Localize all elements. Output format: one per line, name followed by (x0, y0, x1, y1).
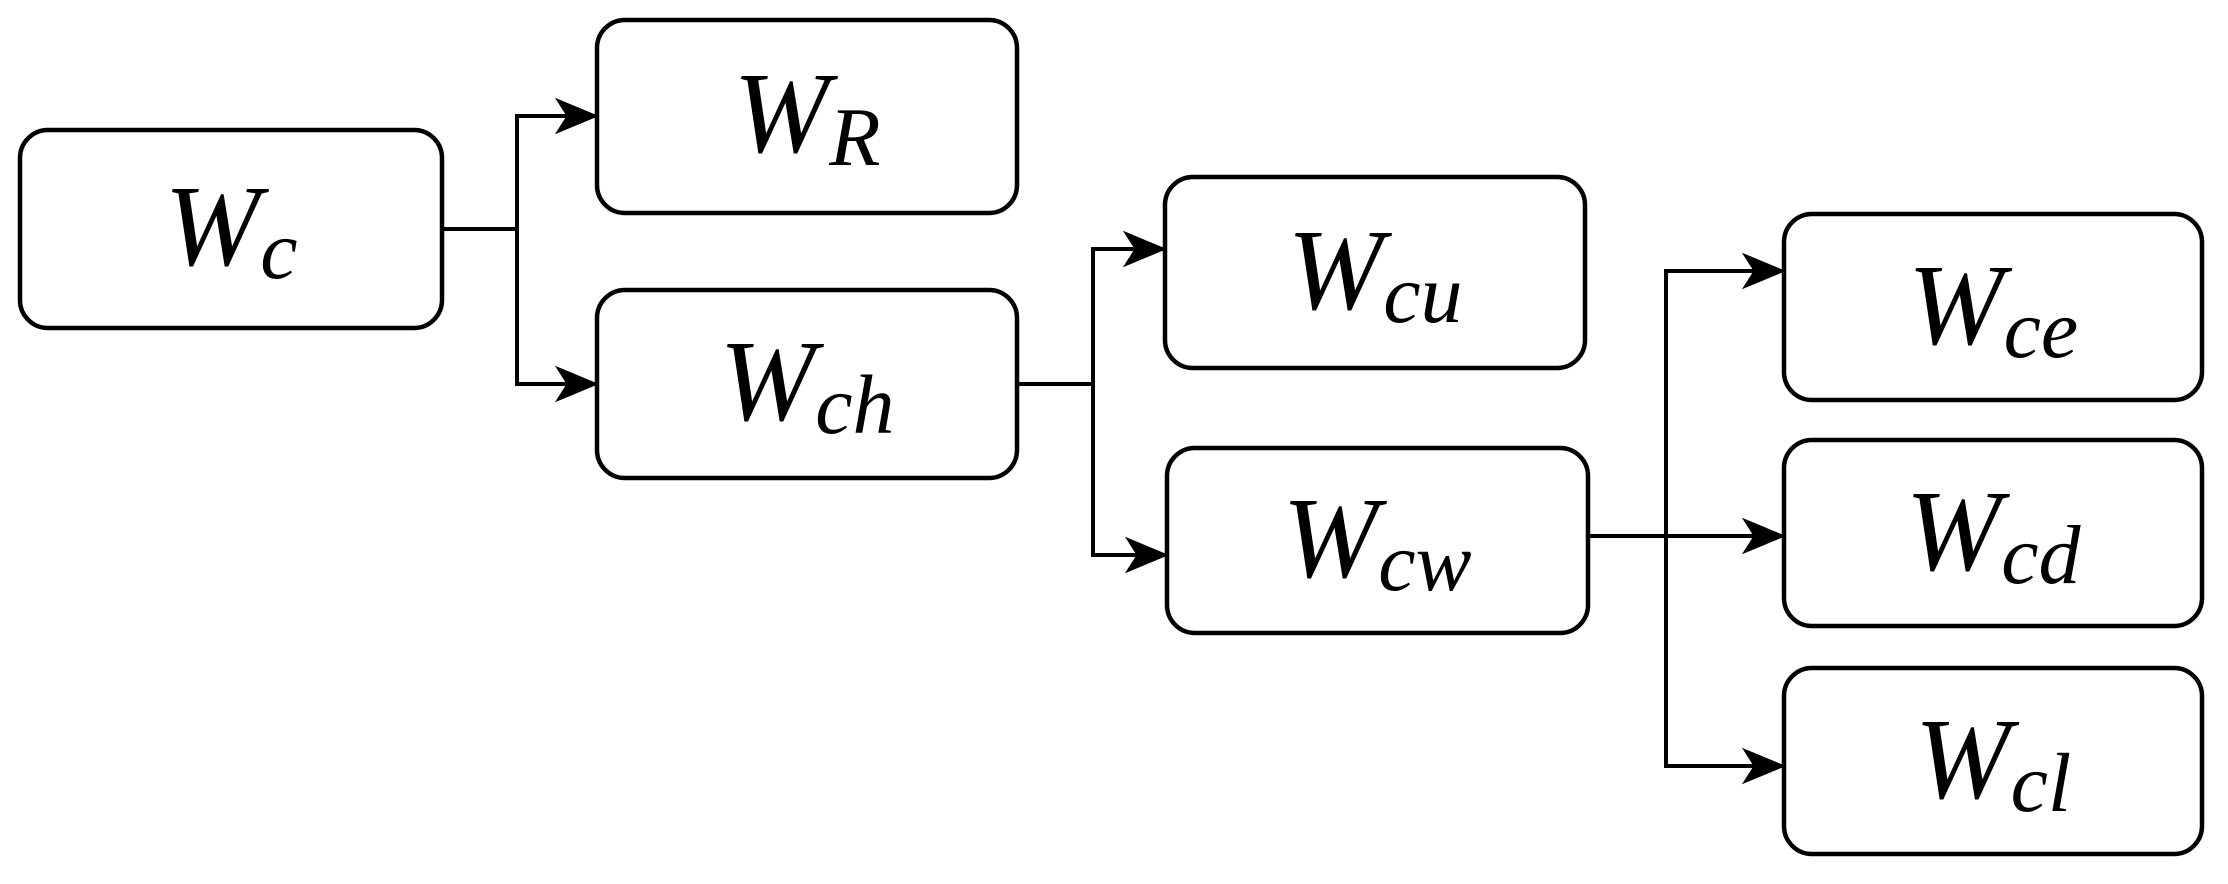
node-wr-label: WR (733, 50, 880, 184)
node-wc-symbol: W (164, 163, 269, 290)
edge-wch-to-wcu (1017, 230, 1167, 386)
edge-wc-to-wch (515, 229, 599, 403)
node-wcl-symbol: W (1915, 696, 2020, 823)
node-wcw-subscript: cw (1378, 516, 1471, 609)
node-wcu-symbol: W (1287, 207, 1392, 334)
node-wcu: Wcu (1162, 174, 1588, 371)
node-wc-box (17, 127, 445, 331)
node-wcd-box (1781, 437, 2205, 629)
node-wce-subscript: ce (2004, 283, 2079, 376)
node-wcw-box (1164, 445, 1591, 636)
node-wch-subscript: ch (815, 359, 894, 452)
node-wce-box (1781, 211, 2205, 403)
node-wr-box (594, 17, 1020, 216)
node-wcw-label: Wcw (1282, 475, 1471, 609)
edge-wcw-to-wce (1664, 252, 1786, 536)
node-layer: Wc WR Wch Wcu Wcw Wce (17, 17, 2205, 857)
node-wcu-box (1162, 174, 1588, 371)
edge-layer (442, 97, 1786, 785)
node-wcu-subscript: cu (1383, 248, 1462, 341)
node-wr: WR (594, 17, 1020, 216)
node-wce-label: Wce (1908, 242, 2078, 376)
edge-wch-to-wcw (1091, 384, 1169, 574)
node-wcw-symbol: W (1282, 475, 1387, 602)
node-wcl-subscript: cl (2011, 737, 2072, 830)
edge-wc-to-wr (442, 97, 599, 231)
node-wce: Wce (1781, 211, 2205, 403)
node-wr-subscript: R (828, 91, 880, 184)
node-wcd-label: Wcd (1905, 468, 2081, 602)
node-wch-box (594, 287, 1020, 481)
node-wc-subscript: c (260, 204, 297, 297)
node-wcl: Wcl (1781, 665, 2205, 857)
node-wch-label: Wch (719, 318, 894, 452)
node-wcd: Wcd (1781, 437, 2205, 629)
node-wce-symbol: W (1908, 242, 2013, 369)
node-wc-label: Wc (164, 163, 297, 297)
node-wcu-label: Wcu (1287, 207, 1462, 341)
node-wch: Wch (594, 287, 1020, 481)
node-wcl-box (1781, 665, 2205, 857)
node-wcw: Wcw (1164, 445, 1591, 636)
node-wcl-label: Wcl (1915, 696, 2071, 830)
node-wcd-subscript: cd (2001, 509, 2081, 602)
node-wr-symbol: W (733, 50, 838, 177)
node-wcd-symbol: W (1905, 468, 2010, 595)
node-wch-symbol: W (719, 318, 824, 445)
node-wc: Wc (17, 127, 445, 331)
edge-wcw-to-wcl (1664, 536, 1786, 785)
